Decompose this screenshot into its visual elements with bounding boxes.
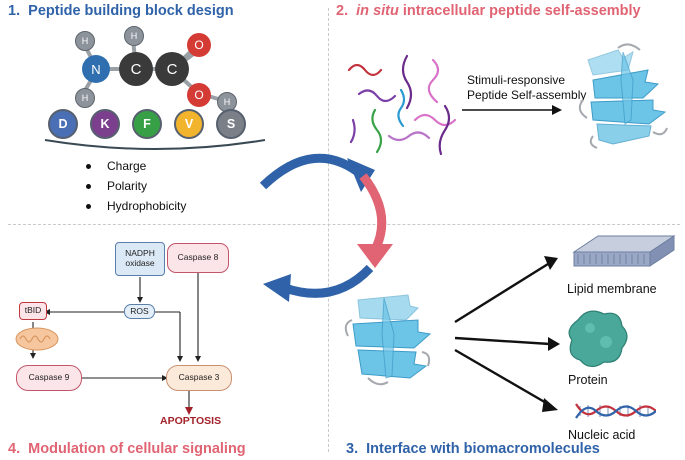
carbon-atom-2: C bbox=[155, 52, 189, 86]
carbon-atom-1: C bbox=[119, 52, 153, 86]
oxygen-atom-1: O bbox=[187, 33, 211, 57]
mitochondria-icon bbox=[15, 327, 59, 351]
apoptosis-label: APOPTOSIS bbox=[160, 415, 222, 427]
section-1-number: 1. bbox=[8, 3, 21, 19]
section-3-number: 3. bbox=[346, 441, 359, 457]
caspase-9-node: Caspase 9 bbox=[16, 365, 82, 391]
oxygen-atom-2: O bbox=[187, 83, 211, 107]
caspase-3-node: Caspase 3 bbox=[166, 365, 232, 391]
target-arrows bbox=[454, 256, 560, 412]
section-4-title: 4. Modulation of cellular signaling bbox=[8, 441, 246, 457]
section-1-title: 1. Peptide building block design bbox=[8, 3, 234, 19]
protein-label: Protein bbox=[568, 373, 608, 387]
horizontal-divider bbox=[8, 224, 680, 225]
property-list: Charge Polarity Hydrophobicity bbox=[86, 156, 186, 216]
section-3-title: 3. Interface with biomacromolecules bbox=[346, 441, 600, 457]
peptide-nanostructure bbox=[344, 294, 432, 386]
amino-acid-f: F bbox=[132, 109, 162, 139]
caspase-8-node: Caspase 8 bbox=[167, 243, 229, 273]
property-charge: Charge bbox=[86, 156, 186, 176]
nucleic-acid-icon bbox=[575, 403, 656, 419]
signaling-connectors bbox=[30, 273, 201, 415]
section-4-text: Modulation of cellular signaling bbox=[28, 441, 246, 457]
vertical-divider bbox=[328, 8, 329, 452]
nucleic-acid-label: Nucleic acid bbox=[568, 428, 636, 442]
section-2-text: intracellular peptide self-assembly bbox=[402, 3, 641, 19]
nitrogen-atom: N bbox=[82, 55, 110, 83]
ros-node: ROS bbox=[124, 304, 155, 319]
hydrogen-atom-3: H bbox=[75, 88, 95, 108]
self-assembly-arrow bbox=[462, 105, 562, 115]
hydrogen-atom-2: H bbox=[124, 26, 144, 46]
stimuli-label-line2: Peptide Self-assembly bbox=[467, 88, 587, 102]
section-2-number: 2. bbox=[336, 3, 349, 19]
lipid-membrane-label: Lipid membrane bbox=[567, 282, 657, 296]
property-polarity: Polarity bbox=[86, 176, 186, 196]
stimuli-label-line1: Stimuli-responsive bbox=[467, 73, 566, 87]
section-2-title: 2. in situ intracellular peptide self-as… bbox=[336, 3, 641, 19]
hydrogen-atom-1: H bbox=[75, 31, 95, 51]
assembled-peptide-structure bbox=[578, 43, 668, 149]
amino-acid-v: V bbox=[174, 109, 204, 139]
amino-acid-s: S bbox=[216, 109, 246, 139]
amino-acid-k: K bbox=[90, 109, 120, 139]
brace-curve bbox=[44, 139, 266, 150]
section-4-number: 4. bbox=[8, 441, 21, 457]
amino-acid-d: D bbox=[48, 109, 78, 139]
property-hydrophobicity: Hydrophobicity bbox=[86, 196, 186, 216]
lipid-membrane-icon bbox=[572, 235, 676, 267]
section-1-text: Peptide building block design bbox=[28, 3, 234, 19]
nadph-oxidase-node: NADPH oxidase bbox=[115, 242, 165, 276]
cycle-arrows bbox=[259, 153, 393, 302]
section-3-text: Interface with biomacromolecules bbox=[366, 441, 600, 457]
peptide-strands bbox=[347, 54, 457, 156]
protein-icon bbox=[568, 310, 628, 368]
section-2-italic: in situ bbox=[356, 3, 399, 19]
tbid-node: tBID bbox=[19, 302, 47, 320]
